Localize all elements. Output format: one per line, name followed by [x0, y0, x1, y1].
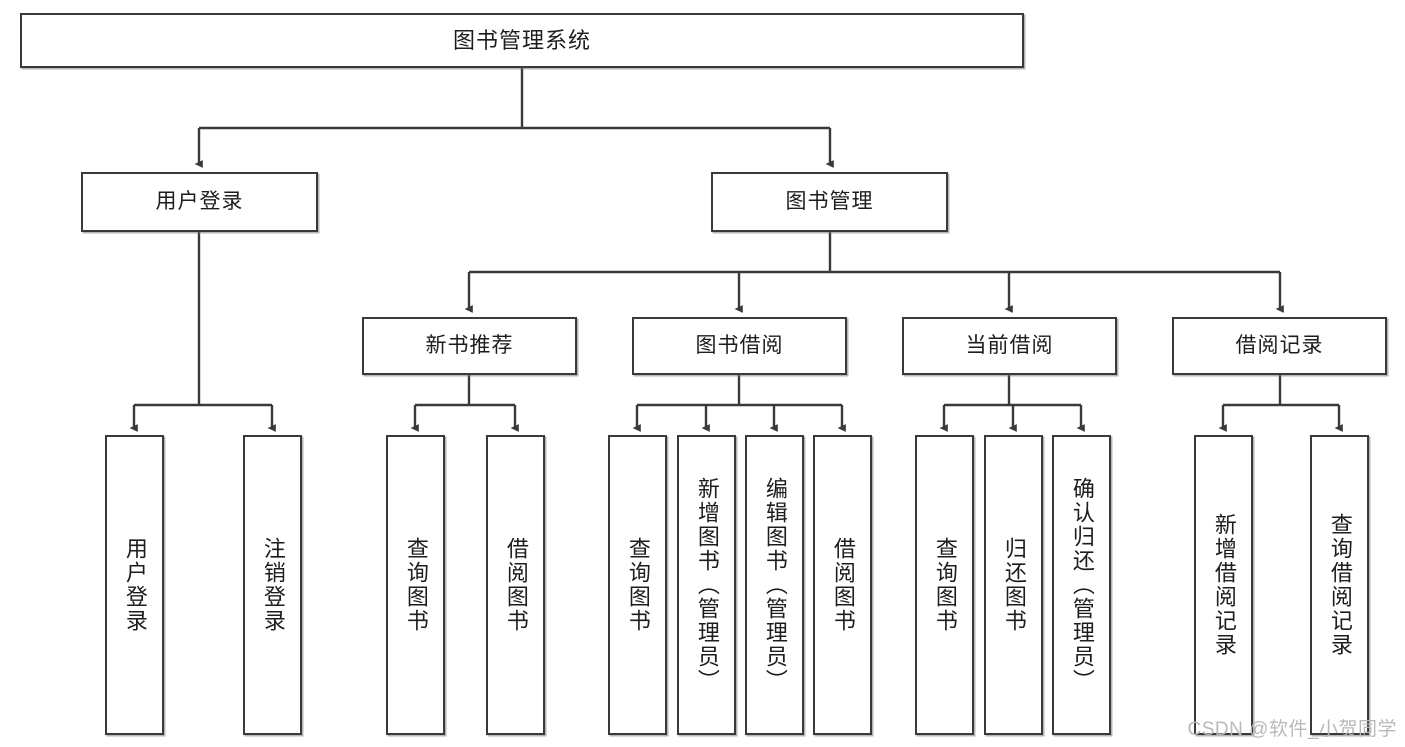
leaf-current-query-book-label: 查询图书 — [932, 537, 958, 633]
leaf-confirm-return-admin-label: 确认归还（管理员） — [1069, 477, 1095, 693]
leaf-borrow-book[interactable]: 借阅图书 — [813, 435, 872, 735]
leaf-edit-book-admin[interactable]: 编辑图书（管理员） — [745, 435, 804, 735]
leaf-return-book-label: 归还图书 — [1001, 537, 1027, 633]
leaf-newbook-query-book-label: 查询图书 — [403, 537, 429, 633]
leaf-query-borrow-record[interactable]: 查询借阅记录 — [1310, 435, 1369, 735]
leaf-edit-book-admin-label: 编辑图书（管理员） — [762, 477, 788, 693]
leaf-logout[interactable]: 注销登录 — [243, 435, 302, 735]
node-book-borrow[interactable]: 图书借阅 — [632, 317, 847, 375]
leaf-return-book[interactable]: 归还图书 — [984, 435, 1043, 735]
leaf-query-borrow-record-label: 查询借阅记录 — [1327, 513, 1353, 657]
leaf-newbook-borrow-book-label: 借阅图书 — [503, 537, 529, 633]
node-user-login-label: 用户登录 — [155, 189, 244, 213]
node-current-borrow-label: 当前借阅 — [965, 333, 1054, 357]
node-book-borrow-label: 图书借阅 — [695, 333, 784, 357]
leaf-user-login-label: 用户登录 — [122, 537, 148, 633]
node-current-borrow[interactable]: 当前借阅 — [902, 317, 1117, 375]
node-root-label: 图书管理系统 — [452, 27, 591, 53]
node-root[interactable]: 图书管理系统 — [20, 13, 1024, 68]
leaf-borrow-query-book[interactable]: 查询图书 — [608, 435, 667, 735]
leaf-borrow-book-label: 借阅图书 — [830, 537, 856, 633]
leaf-logout-label: 注销登录 — [260, 537, 286, 633]
leaf-current-query-book[interactable]: 查询图书 — [915, 435, 974, 735]
node-borrow-records[interactable]: 借阅记录 — [1172, 317, 1387, 375]
leaf-add-borrow-record-label: 新增借阅记录 — [1211, 513, 1237, 657]
leaf-newbook-query-book[interactable]: 查询图书 — [386, 435, 445, 735]
leaf-borrow-query-book-label: 查询图书 — [625, 537, 651, 633]
node-new-book-recommend-label: 新书推荐 — [425, 333, 514, 357]
node-new-book-recommend[interactable]: 新书推荐 — [362, 317, 577, 375]
node-book-management[interactable]: 图书管理 — [711, 172, 948, 232]
leaf-newbook-borrow-book[interactable]: 借阅图书 — [486, 435, 545, 735]
leaf-user-login[interactable]: 用户登录 — [105, 435, 164, 735]
leaf-add-borrow-record[interactable]: 新增借阅记录 — [1194, 435, 1253, 735]
leaf-confirm-return-admin[interactable]: 确认归还（管理员） — [1052, 435, 1111, 735]
node-user-login[interactable]: 用户登录 — [81, 172, 318, 232]
leaf-add-book-admin-label: 新增图书（管理员） — [694, 477, 720, 693]
node-borrow-records-label: 借阅记录 — [1235, 333, 1324, 357]
leaf-add-book-admin[interactable]: 新增图书（管理员） — [677, 435, 736, 735]
node-book-management-label: 图书管理 — [785, 189, 874, 213]
